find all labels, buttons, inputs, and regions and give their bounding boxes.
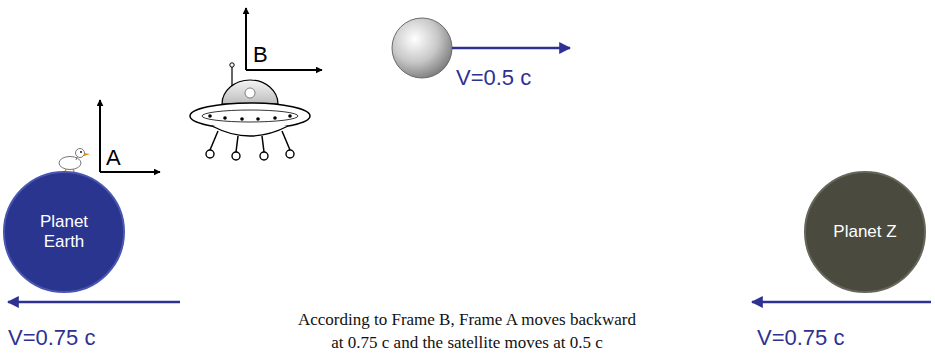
frame-a-axes (100, 100, 160, 172)
frame-label: A (106, 146, 121, 170)
ufo (190, 63, 310, 160)
velocity-label: V=0.5 c (456, 66, 531, 90)
frame-label: B (253, 43, 268, 67)
velocity-label: V=0.75 c (8, 326, 95, 350)
planet-name: Planet Earth (27, 212, 101, 253)
duck (59, 149, 90, 173)
planet-circle: Planet Z (804, 171, 926, 293)
satellite (392, 18, 452, 78)
velocity-arrow (452, 47, 570, 50)
planet-name: Planet Z (828, 222, 902, 242)
caption: According to Frame B, Frame A moves back… (295, 309, 639, 355)
frame-b-axes (246, 8, 322, 70)
velocity-arrow (8, 301, 180, 304)
planet-circle: Planet Earth (3, 171, 125, 293)
velocity-label: V=0.75 c (757, 326, 844, 350)
velocity-arrow (752, 301, 931, 304)
